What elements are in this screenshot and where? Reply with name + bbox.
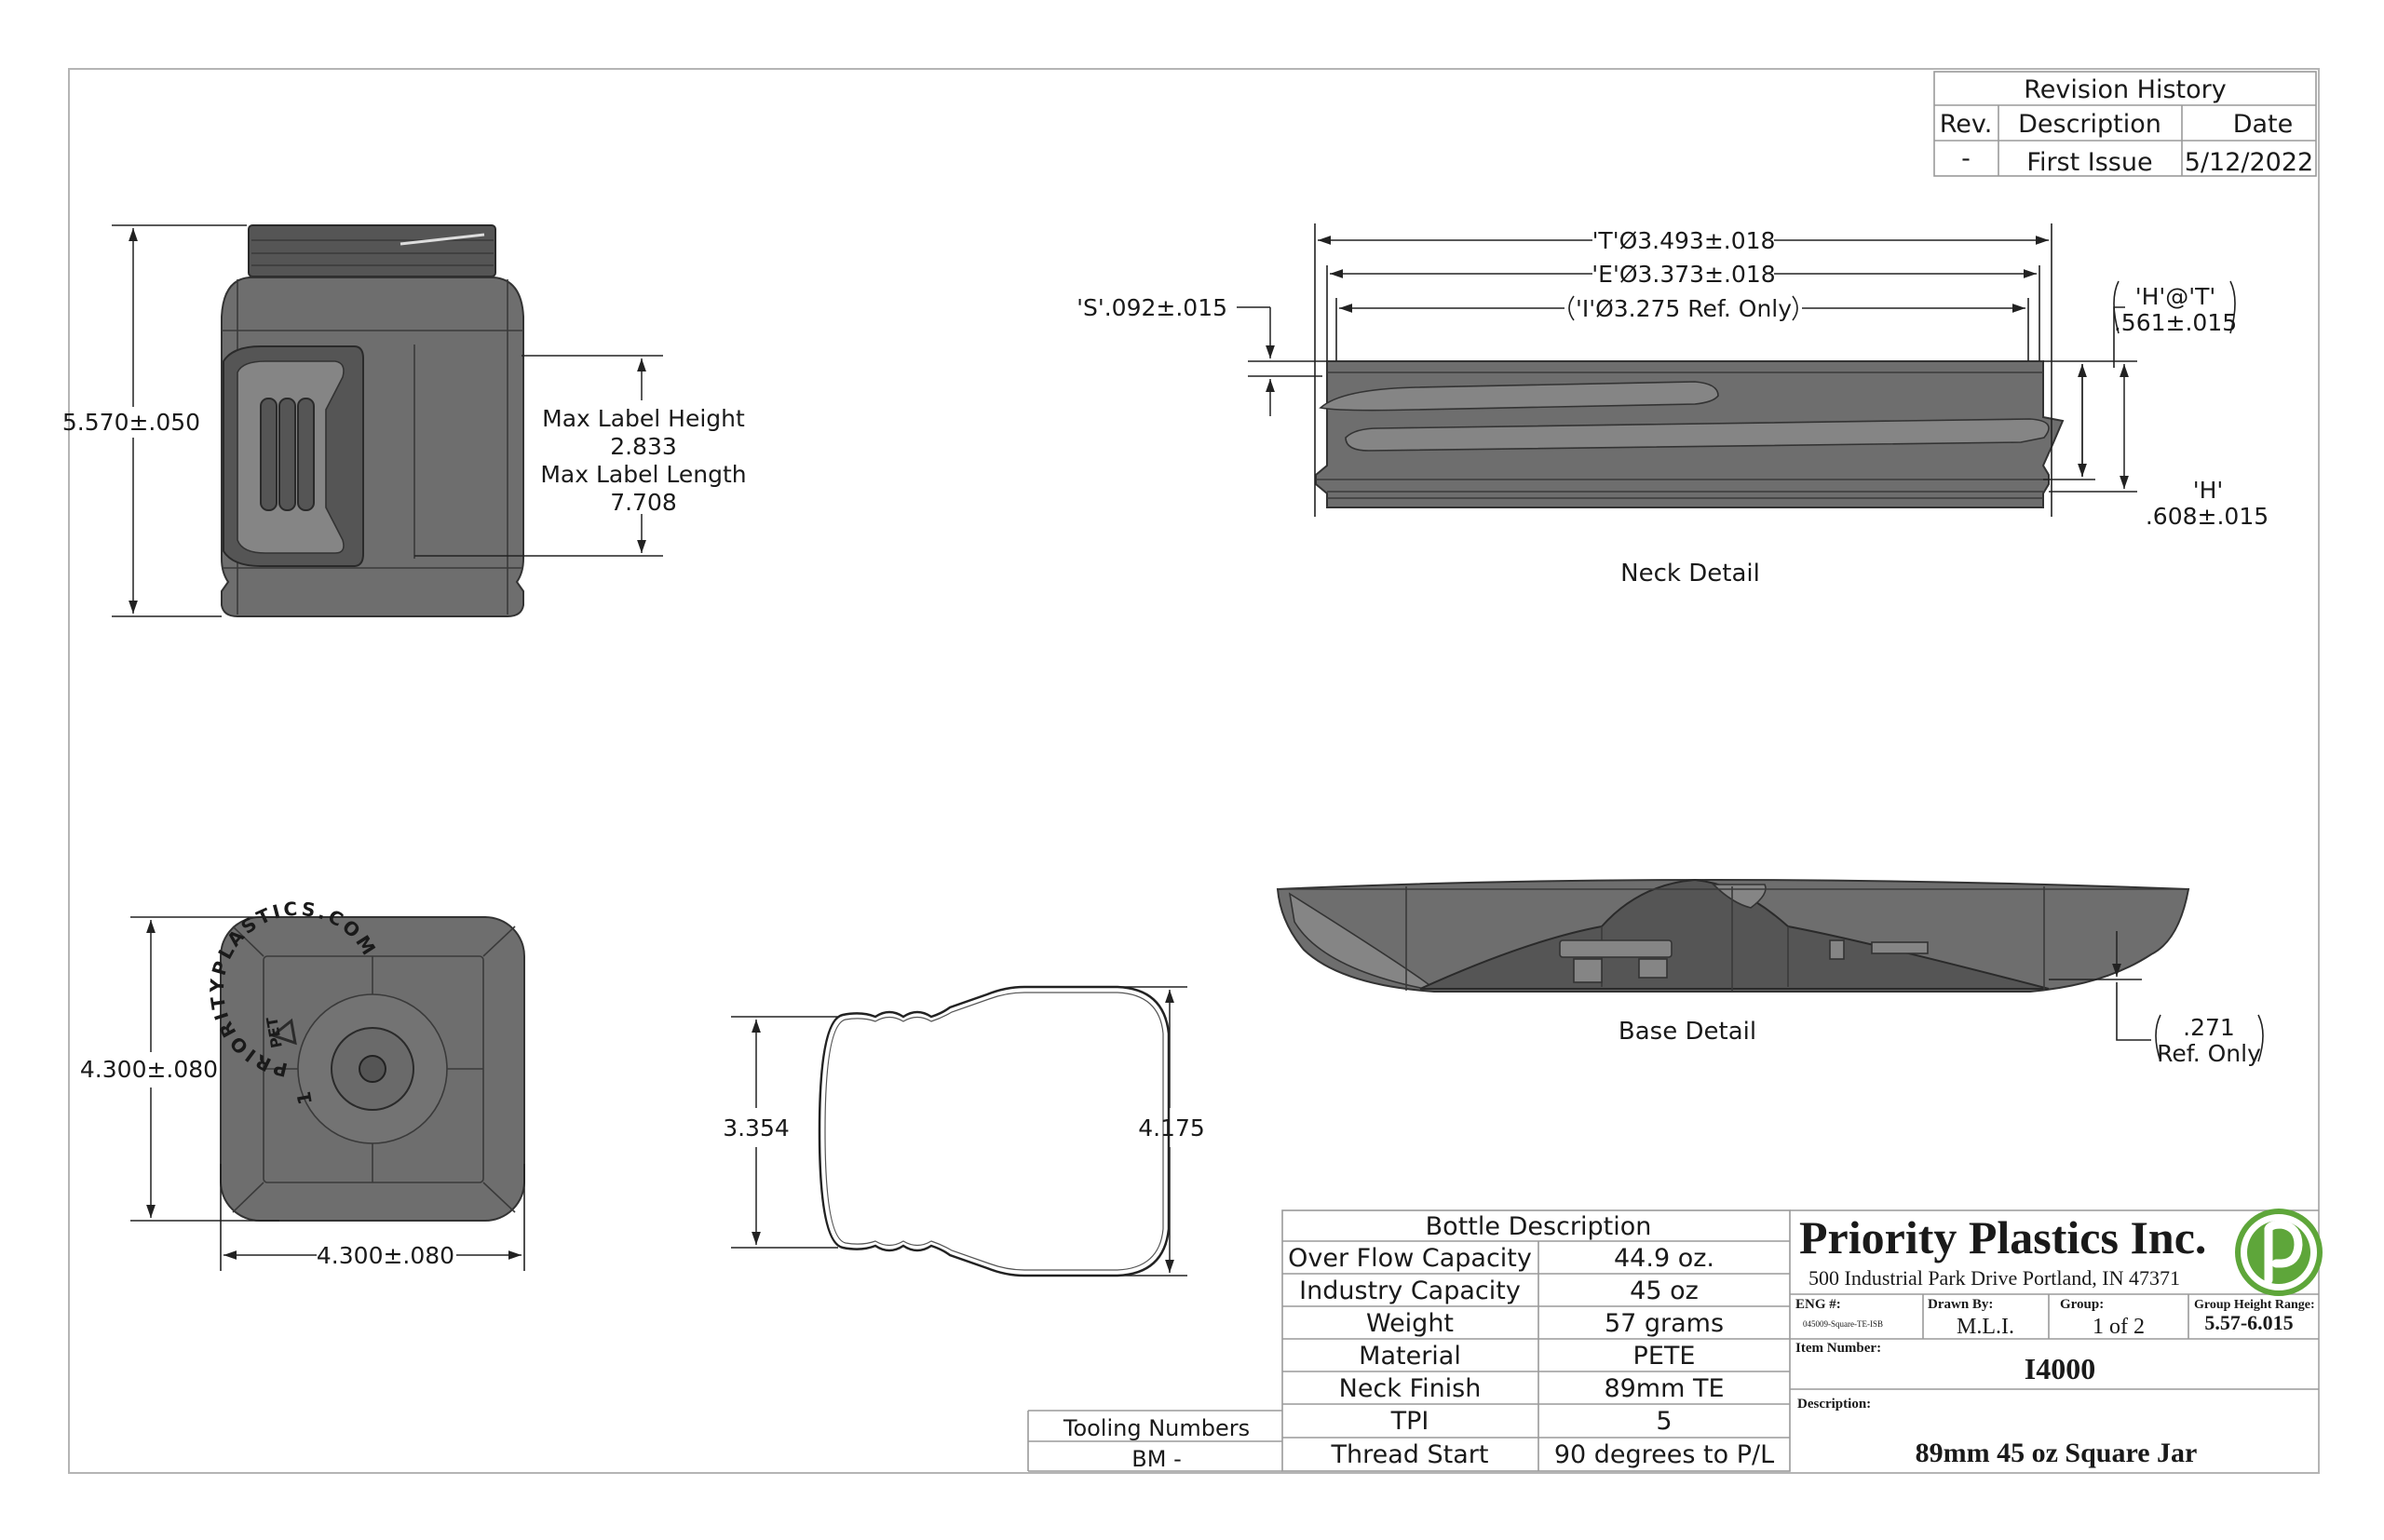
sheet-border bbox=[68, 68, 2320, 1474]
neck-detail: 'T'Ø3.493±.018 'E'Ø3.373±.018 'I'Ø3.275 … bbox=[1077, 223, 2269, 588]
description-value: 89mm 45 oz Square Jar bbox=[1916, 1438, 2198, 1468]
height-range-value: 5.57-6.015 bbox=[2204, 1311, 2293, 1334]
rev-description-value: First Issue bbox=[2026, 148, 2152, 177]
bottle-description-table: Bottle Description Over Flow Capacity 44.… bbox=[1027, 1209, 1791, 1472]
max-label-length-label: Max Label Length bbox=[540, 461, 746, 488]
base-detail-title: Base Detail bbox=[1619, 1018, 1756, 1046]
company-address: 500 Industrial Park Drive Portland, IN 4… bbox=[1808, 1266, 2180, 1290]
recycle-code: 1 bbox=[292, 1089, 317, 1106]
max-label-height-label: Max Label Height bbox=[542, 405, 745, 432]
section-view: 3.354 4.175 bbox=[723, 985, 1205, 1277]
revision-history-title: Revision History bbox=[2024, 75, 2226, 104]
bottle-description-value: 44.9 oz. bbox=[1614, 1244, 1714, 1273]
neck-detail-title: Neck Detail bbox=[1620, 560, 1760, 588]
max-label-length-value: 7.708 bbox=[610, 489, 677, 516]
bottle-description-label: Thread Start bbox=[1331, 1440, 1489, 1469]
neck-t-dim: 'T'Ø3.493±.018 bbox=[1592, 227, 1776, 254]
base-ref-dim-value: .271 bbox=[2183, 1014, 2235, 1041]
height-range-label: Group Height Range: bbox=[2194, 1298, 2315, 1312]
item-number-label: Item Number: bbox=[1795, 1341, 1881, 1356]
description-header: Description bbox=[2018, 110, 2161, 139]
neck-h-value: .608±.015 bbox=[2146, 503, 2269, 530]
tooling-numbers-label: Tooling Numbers bbox=[1063, 1415, 1250, 1441]
bottle-description-value: 90 degrees to P/L bbox=[1554, 1440, 1774, 1469]
front-view: 5.570±.050 Max Label Height 2.833 Max La… bbox=[62, 224, 747, 617]
base-detail: .271 Ref. Only Base Detail bbox=[1276, 878, 2264, 1067]
revision-history-table: Revision History Rev. Description Date -… bbox=[1933, 71, 2317, 177]
drawn-by-label: Drawn By: bbox=[1928, 1297, 1993, 1312]
title-block: Priority Plastics Inc. 500 Industrial Pa… bbox=[1790, 1209, 2323, 1468]
bottle-description-label: Neck Finish bbox=[1339, 1374, 1482, 1403]
eng-value: 045009-Square-TE-ISB bbox=[1803, 1319, 1883, 1329]
rev-header: Rev. bbox=[1940, 110, 1993, 139]
bottle-description-label: TPI bbox=[1390, 1407, 1429, 1436]
bottle-description-value: 57 grams bbox=[1605, 1309, 1724, 1338]
bottom-width-dim: 4.300±.080 bbox=[317, 1242, 454, 1269]
rev-value: - bbox=[1961, 144, 1971, 173]
group-value: 1 of 2 bbox=[2093, 1315, 2145, 1339]
bottle-description-value: PETE bbox=[1633, 1342, 1696, 1371]
section-left-dim: 3.354 bbox=[723, 1114, 790, 1141]
group-label: Group: bbox=[2060, 1297, 2104, 1312]
bottle-description-title: Bottle Description bbox=[1426, 1212, 1652, 1241]
company-name: Priority Plastics Inc. bbox=[1799, 1211, 2206, 1263]
description-label: Description: bbox=[1797, 1397, 1871, 1412]
bottle-description-label: Over Flow Capacity bbox=[1288, 1244, 1532, 1273]
max-label-height-value: 2.833 bbox=[610, 433, 677, 460]
neck-h-at-t-label: 'H'@'T' bbox=[2135, 283, 2216, 310]
front-height-dim: 5.570±.050 bbox=[62, 409, 200, 436]
bottle-description-label: Material bbox=[1359, 1342, 1461, 1371]
neck-e-dim: 'E'Ø3.373±.018 bbox=[1592, 261, 1775, 288]
base-ref-dim-label: Ref. Only bbox=[2157, 1040, 2261, 1067]
priority-plastics-logo-icon bbox=[2235, 1209, 2323, 1296]
neck-h-label: 'H' bbox=[2193, 477, 2224, 504]
section-right-dim: 4.175 bbox=[1138, 1114, 1205, 1141]
bottle-description-value: 45 oz bbox=[1630, 1277, 1699, 1305]
bottle-description-label: Weight bbox=[1366, 1309, 1454, 1338]
bottom-view: PRIORITYPLASTICS.COM PET 1 4.300±.080 4.… bbox=[80, 898, 525, 1271]
neck-i-dim: 'I'Ø3.275 Ref. Only bbox=[1576, 295, 1792, 322]
bottle-description-value: 5 bbox=[1656, 1407, 1672, 1436]
item-number-value: I4000 bbox=[2025, 1352, 2095, 1385]
recycle-icon bbox=[270, 1018, 297, 1046]
rev-date-value: 5/12/2022 bbox=[2185, 148, 2313, 177]
eng-label: ENG #: bbox=[1795, 1297, 1841, 1312]
drawn-by-value: M.L.I. bbox=[1957, 1315, 2014, 1339]
bottle-description-label: Industry Capacity bbox=[1299, 1277, 1521, 1305]
date-header: Date bbox=[2233, 110, 2294, 139]
neck-s-dim: 'S'.092±.015 bbox=[1077, 294, 1227, 321]
tooling-numbers-value: BM - bbox=[1131, 1446, 1181, 1472]
neck-h-at-t-value: .561±.015 bbox=[2114, 309, 2237, 336]
bottle-description-value: 89mm TE bbox=[1604, 1374, 1724, 1403]
bottom-height-dim: 4.300±.080 bbox=[80, 1056, 218, 1083]
